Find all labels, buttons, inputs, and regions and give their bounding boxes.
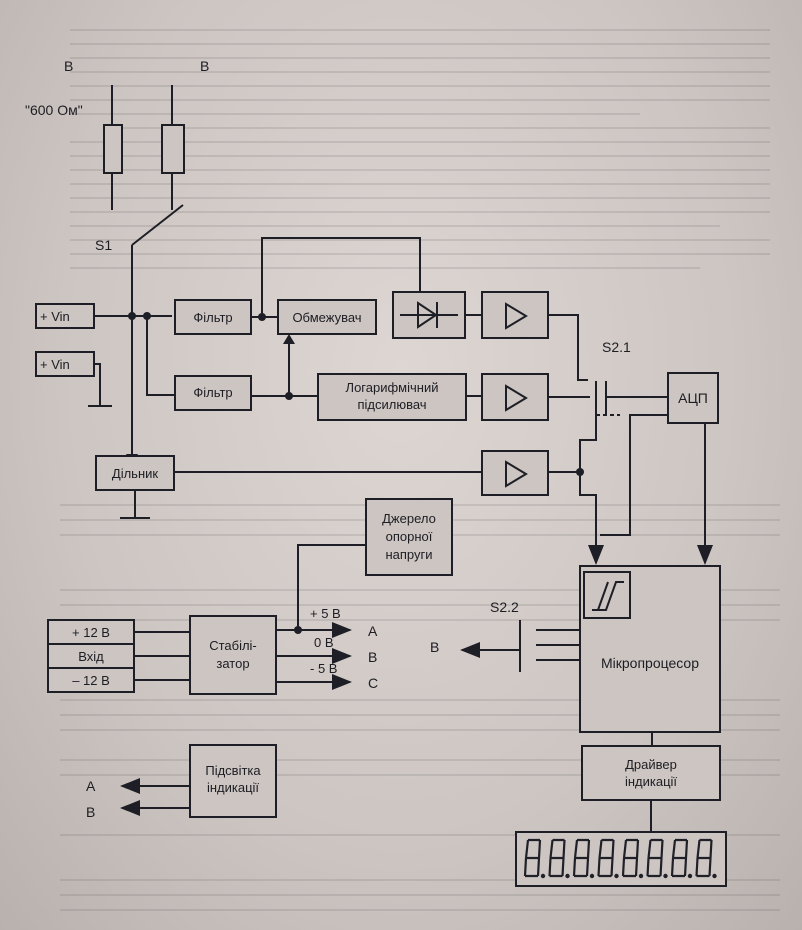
display-decimal-point — [565, 873, 570, 879]
filter-2-block — [174, 375, 252, 411]
label-b-left: B — [64, 58, 73, 74]
display-driver-block — [581, 745, 721, 801]
display-digit — [695, 838, 713, 878]
switch-s1 — [126, 204, 184, 466]
vref-label-1: Джерело — [382, 511, 436, 526]
amplifier-3-block — [481, 450, 549, 496]
driver-label-2: індикації — [625, 774, 677, 789]
driver-label-1: Драйвер — [625, 757, 677, 772]
limiter-label: Обмежувач — [292, 310, 361, 325]
switch-s22 — [460, 620, 580, 672]
display-decimal-point — [540, 873, 546, 879]
amplifier-2-block — [481, 373, 549, 421]
label-s22: S2.2 — [490, 599, 519, 615]
display-decimal-point — [638, 873, 644, 879]
label-s1: S1 — [95, 237, 112, 253]
vin-input-2-label: + Vin — [40, 357, 70, 372]
label-0v: 0 В — [314, 635, 334, 650]
display-digit — [621, 838, 640, 878]
label-out-c: C — [368, 675, 378, 691]
vref-label-2: опорної — [386, 529, 433, 544]
display-digit — [572, 838, 591, 878]
display-digit — [548, 838, 566, 878]
filter-1-block — [174, 299, 252, 335]
input-minus12-label: – 12 В — [72, 673, 110, 688]
display-decimal-point — [712, 873, 717, 879]
divider-label: Дільник — [112, 466, 158, 481]
filter-2-label: Фільтр — [193, 385, 232, 400]
display-digit — [597, 838, 615, 878]
vin-input-1-label: + Vin — [40, 309, 70, 324]
display-decimal-point — [614, 873, 619, 879]
microprocessor-label: Мікропроцесор — [601, 655, 699, 671]
stabilizer-label-2: затор — [216, 656, 249, 671]
limiter-block — [277, 299, 377, 335]
label-out-b: B — [368, 649, 377, 665]
display-digit — [646, 838, 664, 878]
stabilizer-label-1: Стабілі- — [209, 638, 257, 653]
label-b-right: B — [200, 58, 209, 74]
schmitt-trigger-icon — [583, 571, 631, 619]
switch-s21 — [595, 381, 668, 416]
display-digits — [523, 838, 717, 879]
display-digit — [523, 838, 542, 878]
log-amp-label-1: Логарифмічний — [346, 380, 439, 395]
backlight-label-b: B — [86, 804, 95, 820]
resistor-right — [161, 85, 185, 210]
vin-input-1 — [35, 303, 95, 329]
label-600-ohm: "600 Ом" — [25, 102, 83, 118]
filter-1-label: Фільтр — [193, 310, 232, 325]
vref-label-3: напруги — [385, 547, 432, 562]
log-amplifier-block — [317, 373, 467, 421]
label-s22-b: B — [430, 639, 439, 655]
reference-voltage-block — [365, 498, 453, 576]
input-signal-label: Вхід — [78, 649, 104, 664]
adc-block — [667, 372, 719, 424]
stabilizer-block — [189, 615, 277, 695]
backlight-label-2: індикації — [207, 780, 259, 795]
display-digit — [670, 838, 689, 878]
backlight-block — [189, 744, 277, 818]
backlight-label-1: Підсвітка — [205, 763, 261, 778]
log-amp-label-2: підсилювач — [357, 397, 426, 412]
label-out-a: A — [368, 623, 378, 639]
display-decimal-point — [663, 873, 668, 879]
adc-label: АЦП — [678, 390, 708, 406]
display-decimal-point — [589, 873, 595, 879]
display-decimal-point — [687, 873, 693, 879]
label-s21: S2.1 — [602, 339, 631, 355]
backlight-label-a: A — [86, 778, 96, 794]
resistor-600-ohm — [103, 85, 123, 210]
seven-segment-display — [515, 831, 727, 887]
vin2-wire — [94, 363, 101, 405]
amplifier-1-block — [481, 291, 549, 339]
input-plus12-label: + 12 В — [72, 625, 110, 640]
label-plus5v: + 5 В — [310, 606, 341, 621]
label-minus5v: - 5 В — [310, 661, 337, 676]
power-input-table — [47, 619, 135, 693]
